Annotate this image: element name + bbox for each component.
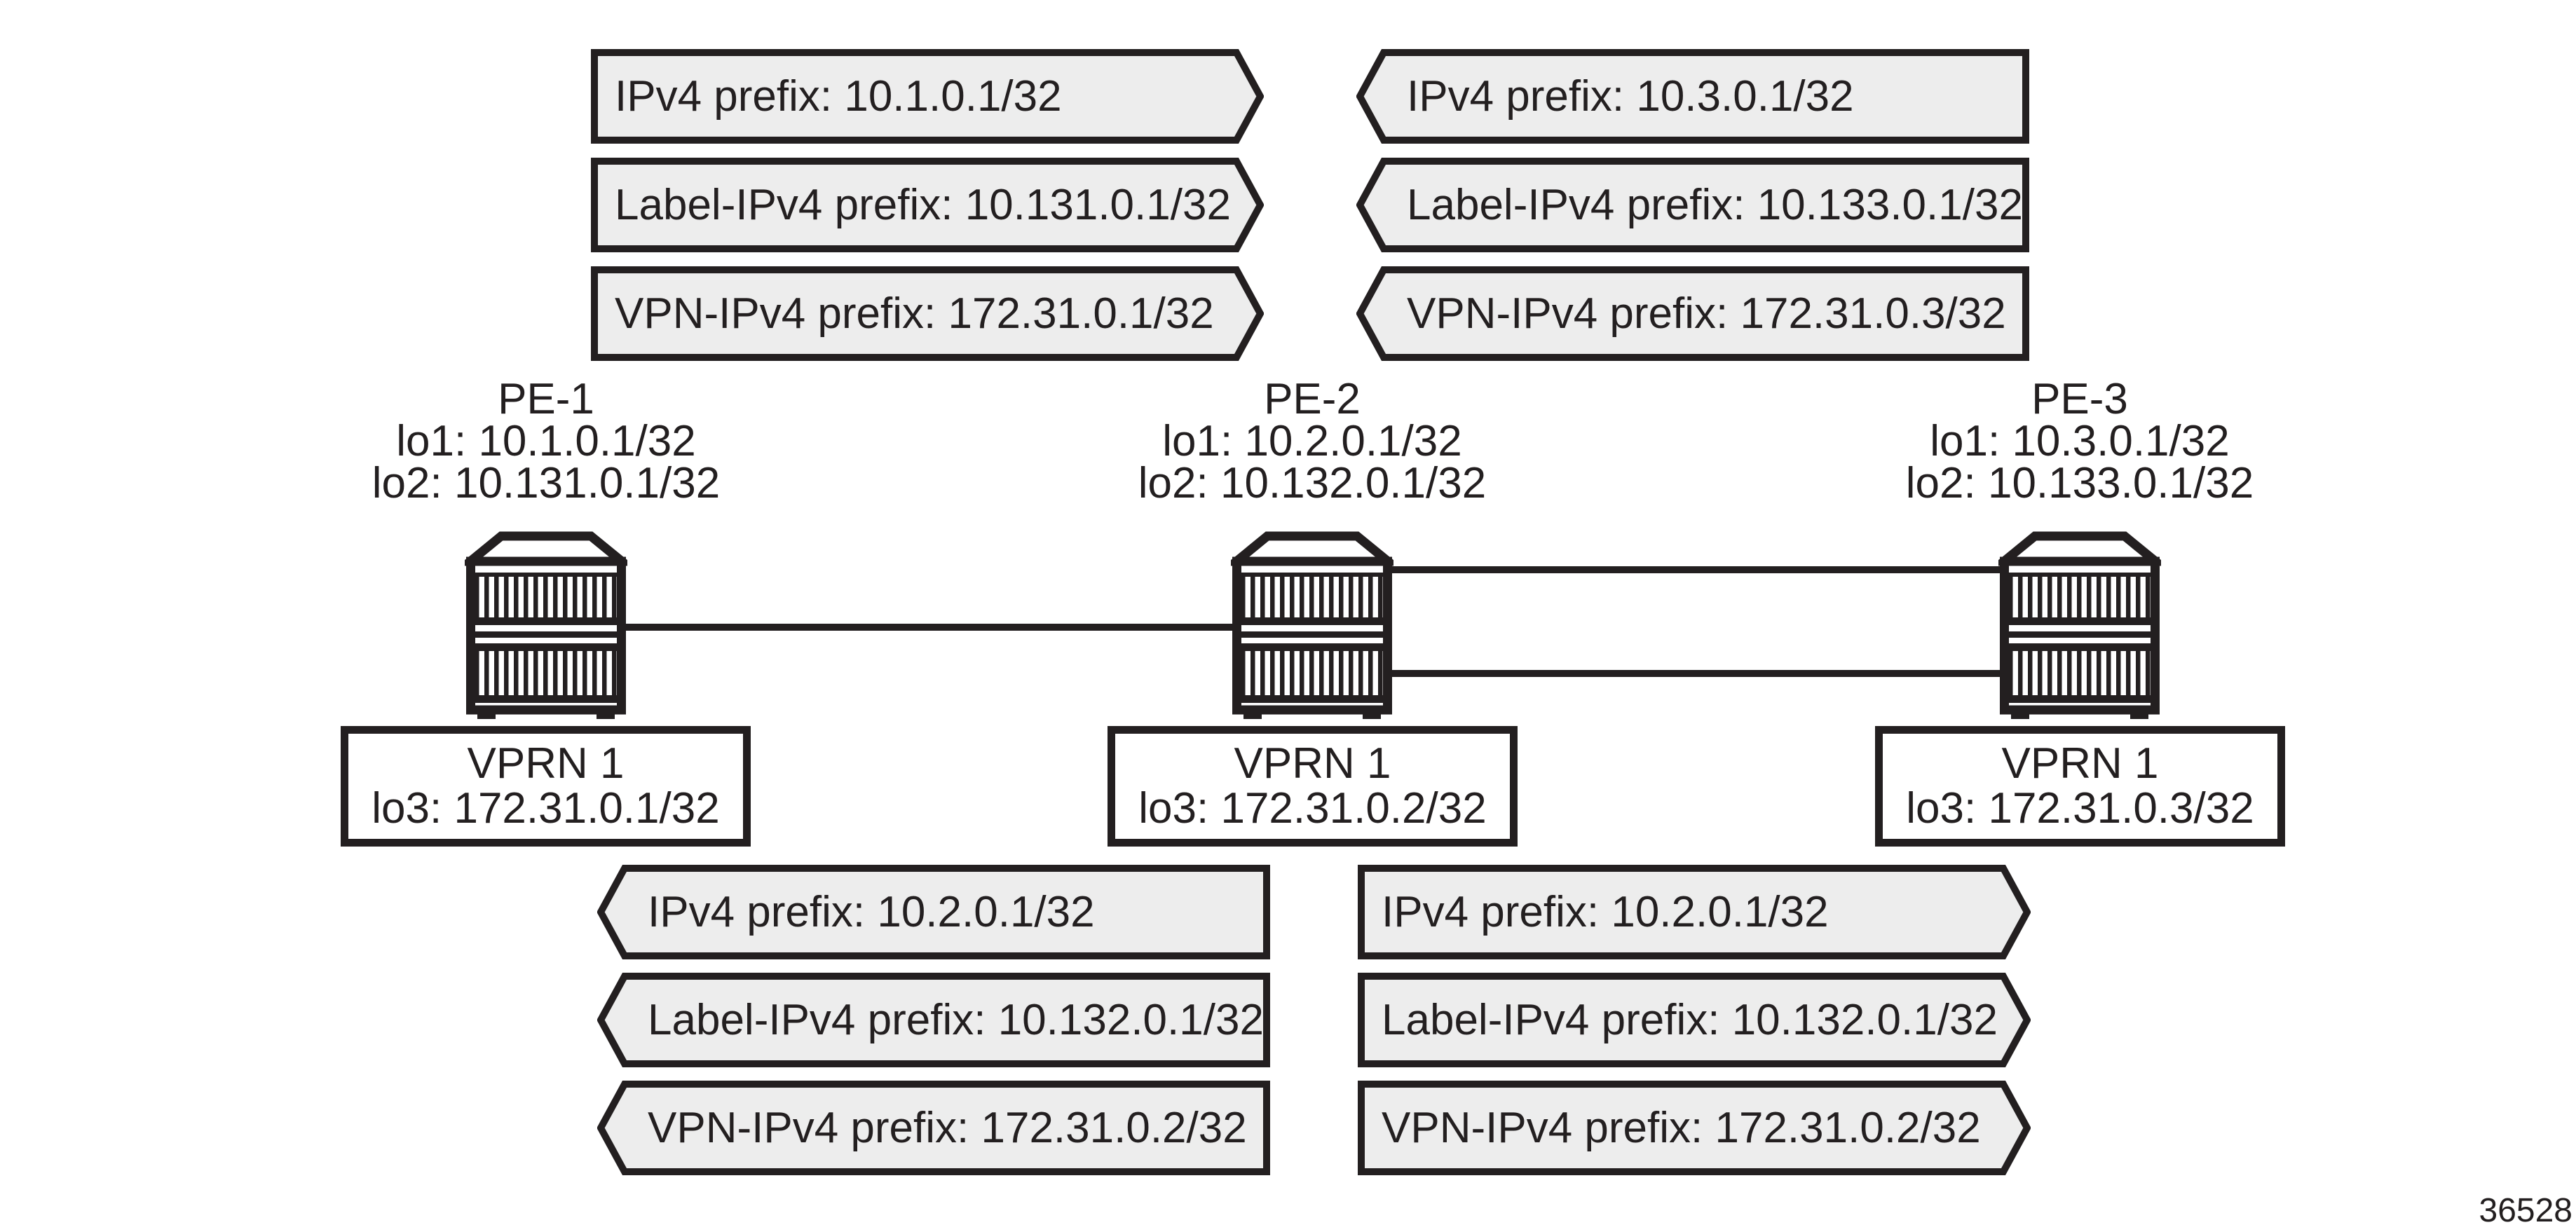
router-name: PE-1 [498, 375, 594, 423]
vprn-box: VPRN 1 lo3: 172.31.0.2/32 [1108, 726, 1518, 847]
router-icon [1998, 529, 2161, 720]
route-advertisement-label: IPv4 prefix: 10.2.0.1/32 [648, 888, 1095, 936]
router-icon [1231, 529, 1393, 720]
arrow-right-icon [591, 158, 1264, 252]
route-advertisement: Label-IPv4 prefix: 10.132.0.1/32 [597, 973, 1270, 1067]
figure-number: 36528 [2479, 1192, 2572, 1229]
arrow-left-icon [597, 865, 1270, 959]
route-advertisement: IPv4 prefix: 10.1.0.1/32 [591, 49, 1264, 144]
vprn-name: VPRN 1 [1234, 739, 1391, 788]
route-advertisement-label: IPv4 prefix: 10.2.0.1/32 [1382, 888, 1829, 936]
router-loopback: lo2: 10.131.0.1/32 [372, 459, 721, 507]
arrow-left-icon [597, 1081, 1270, 1175]
vprn-name: VPRN 1 [2001, 739, 2159, 788]
route-advertisement: VPN-IPv4 prefix: 172.31.0.3/32 [1356, 266, 2029, 361]
route-advertisement-label: VPN-IPv4 prefix: 172.31.0.3/32 [1407, 289, 2006, 338]
route-advertisement: VPN-IPv4 prefix: 172.31.0.1/32 [591, 266, 1264, 361]
arrow-right-icon [1358, 865, 2031, 959]
route-advertisement: IPv4 prefix: 10.3.0.1/32 [1356, 49, 2029, 144]
link-pe2-pe3-upper [1384, 566, 2012, 573]
arrow-left-icon [1356, 158, 2029, 252]
arrow-right-icon [591, 49, 1264, 144]
vprn-name: VPRN 1 [467, 739, 625, 788]
route-advertisement: Label-IPv4 prefix: 10.131.0.1/32 [591, 158, 1264, 252]
vprn-loopback: lo3: 172.31.0.1/32 [372, 784, 720, 833]
arrow-left-icon [1356, 266, 2029, 361]
router-loopback: lo1: 10.1.0.1/32 [396, 417, 696, 465]
router-name: PE-3 [2031, 375, 2128, 423]
router-name: PE-2 [1264, 375, 1361, 423]
route-advertisement: IPv4 prefix: 10.2.0.1/32 [597, 865, 1270, 959]
router-loopback: lo2: 10.133.0.1/32 [1905, 459, 2254, 507]
arrow-left-icon [597, 973, 1270, 1067]
route-advertisement-label: VPN-IPv4 prefix: 172.31.0.2/32 [648, 1104, 1247, 1152]
route-advertisement-label: IPv4 prefix: 10.1.0.1/32 [615, 72, 1062, 121]
router-icon [465, 529, 627, 720]
vprn-box: VPRN 1 lo3: 172.31.0.1/32 [341, 726, 751, 847]
route-advertisement-label: Label-IPv4 prefix: 10.132.0.1/32 [1382, 996, 1998, 1044]
link-pe1-pe2 [617, 624, 1244, 631]
router-label: PE-3 lo1: 10.3.0.1/32 lo2: 10.133.0.1/32 [1813, 378, 2346, 505]
route-advertisement: Label-IPv4 prefix: 10.132.0.1/32 [1358, 973, 2031, 1067]
arrow-right-icon [1358, 973, 2031, 1067]
vprn-loopback: lo3: 172.31.0.2/32 [1138, 784, 1487, 833]
route-advertisement-label: VPN-IPv4 prefix: 172.31.0.1/32 [615, 289, 1214, 338]
router-loopback: lo1: 10.3.0.1/32 [1930, 417, 2230, 465]
route-advertisement-label: Label-IPv4 prefix: 10.131.0.1/32 [615, 181, 1231, 229]
route-advertisement: VPN-IPv4 prefix: 172.31.0.2/32 [597, 1081, 1270, 1175]
arrow-right-icon [1358, 1081, 2031, 1175]
router-label: PE-1 lo1: 10.1.0.1/32 lo2: 10.131.0.1/32 [280, 378, 812, 505]
link-pe2-pe3-lower [1384, 670, 2012, 677]
route-advertisement-label: IPv4 prefix: 10.3.0.1/32 [1407, 72, 1854, 121]
router-loopback: lo2: 10.132.0.1/32 [1138, 459, 1487, 507]
router-loopback: lo1: 10.2.0.1/32 [1162, 417, 1462, 465]
router-label: PE-2 lo1: 10.2.0.1/32 lo2: 10.132.0.1/32 [1046, 378, 1579, 505]
vprn-loopback: lo3: 172.31.0.3/32 [1906, 784, 2254, 833]
arrow-right-icon [591, 266, 1264, 361]
route-advertisement-label: Label-IPv4 prefix: 10.133.0.1/32 [1407, 181, 2023, 229]
arrow-left-icon [1356, 49, 2029, 144]
route-advertisement-label: Label-IPv4 prefix: 10.132.0.1/32 [648, 996, 1264, 1044]
vprn-box: VPRN 1 lo3: 172.31.0.3/32 [1875, 726, 2285, 847]
route-advertisement: Label-IPv4 prefix: 10.133.0.1/32 [1356, 158, 2029, 252]
route-advertisement-label: VPN-IPv4 prefix: 172.31.0.2/32 [1382, 1104, 1981, 1152]
route-advertisement: VPN-IPv4 prefix: 172.31.0.2/32 [1358, 1081, 2031, 1175]
route-advertisement: IPv4 prefix: 10.2.0.1/32 [1358, 865, 2031, 959]
